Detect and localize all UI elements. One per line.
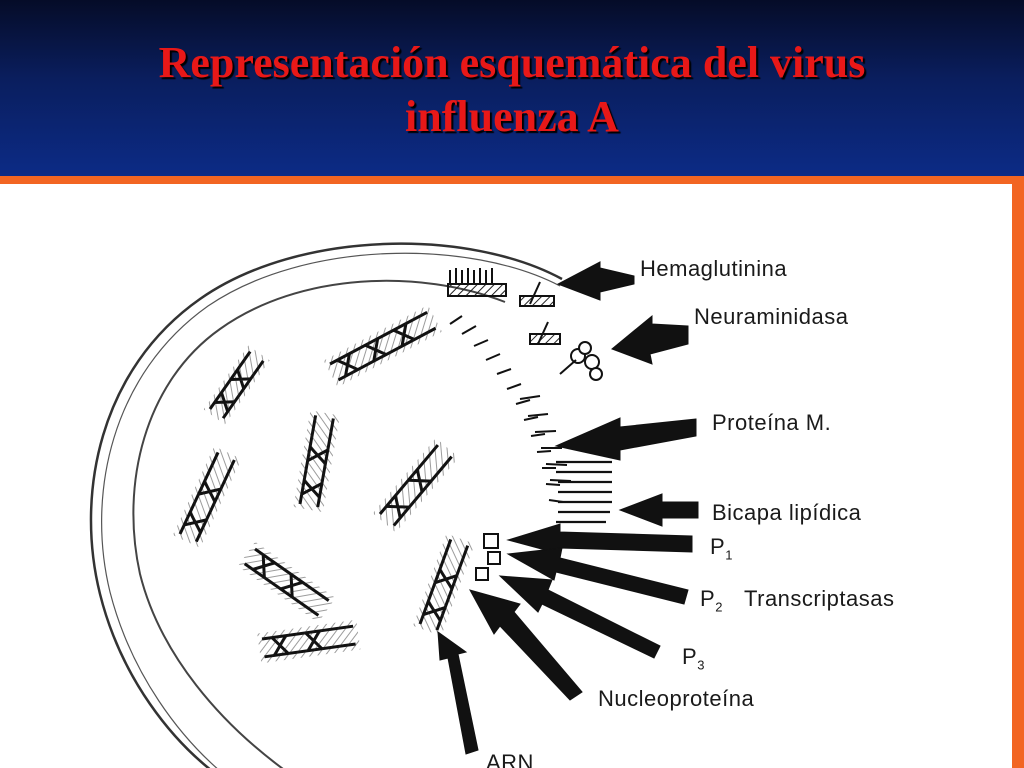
neuraminidase-spikes [559,341,603,381]
polymerase-complexes [475,533,501,581]
arrow-proteina-m [554,417,697,461]
arrow-bicapa [618,493,699,527]
label-transcriptasas: Transcriptasas [744,586,895,611]
label-proteina-m: Proteína M. [712,410,832,435]
slide-title-line-2: influenza A [405,92,619,141]
lipid-bilayer [556,460,612,524]
label-p2-sub: 2 [715,599,723,615]
label-bicapa-lipidica: Bicapa lipídica [712,500,862,525]
slide-header: Representación esquemática del virus inf… [0,0,1024,176]
accent-bar-right [1012,176,1024,768]
label-p2-letter: P [700,586,716,611]
rnp-segments [172,305,475,664]
matrix-protein-layer [449,315,572,503]
label-p2: P2 [700,586,723,614]
slide-title-line-1: Representación esquemática del virus [158,38,866,87]
hemagglutinin-spikes [447,268,561,345]
rnp-segment-5 [172,446,242,548]
rnp-segment-4 [372,438,459,533]
label-nucleoproteina: Nucleoproteína [598,686,755,711]
accent-bar-top [0,176,1024,184]
rnp-segment-6 [237,541,336,623]
arrow-neuraminidasa [611,314,689,365]
arrow-hemaglutinina [556,261,635,301]
rnp-segment-1 [323,305,442,388]
arrow-p1 [506,523,693,555]
rnp-segment-7 [257,619,361,664]
label-p3-letter: P [682,644,698,669]
rnp-segment-2 [203,345,270,425]
label-p1-sub: 1 [725,547,733,563]
label-hemaglutinina: Hemaglutinina [640,256,788,281]
virus-diagram-panel: Hemaglutinina Neuraminidasa Proteína M. … [0,184,1012,768]
rnp-segment-3 [293,410,340,513]
rnp-segment-8 [412,533,475,636]
arrow-p3 [498,575,661,659]
slide-title: Representación esquemática del virus inf… [0,36,1024,144]
virus-envelope-outer-2 [101,252,561,768]
label-p1: P1 [710,534,733,562]
virus-diagram [89,242,699,768]
arrow-p2 [506,547,689,605]
arrow-nucleoproteina [468,589,583,701]
label-neuraminidasa: Neuraminidasa [694,304,849,329]
virus-envelope-outer [89,242,563,768]
pointer-arrows [437,261,699,755]
label-arn: ARN [486,750,534,768]
arrow-arn [437,630,479,755]
virus-membrane-inner [132,279,506,768]
label-p1-letter: P [710,534,726,559]
label-p3: P3 [682,644,705,672]
label-p3-sub: 3 [697,657,705,673]
